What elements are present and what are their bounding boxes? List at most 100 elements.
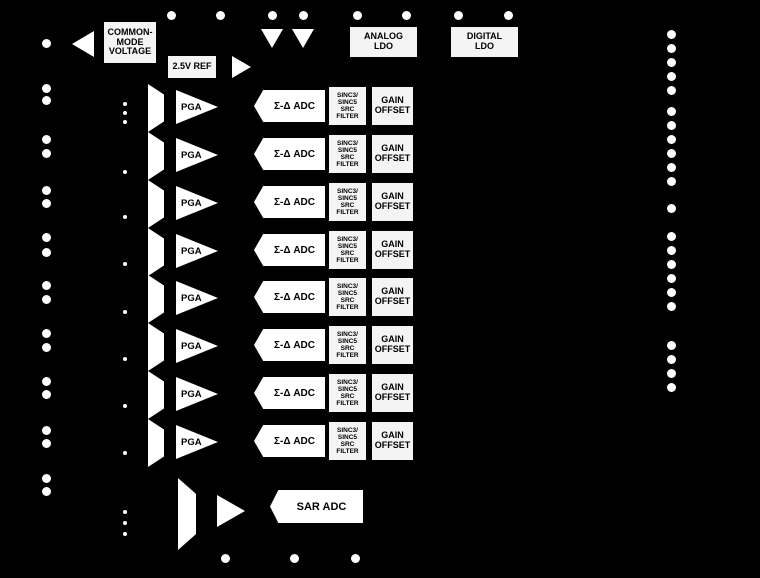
input-mux-channel-7[interactable] — [148, 371, 164, 419]
pin-top-2[interactable] — [215, 10, 225, 20]
mux-select-dot-5[interactable] — [123, 215, 127, 219]
gain-offset-channel-1[interactable]: GAIN OFFSET — [372, 87, 413, 125]
digital-ldo-block[interactable]: DIGITAL LDO — [451, 27, 518, 57]
analog-ldo-block[interactable]: ANALOG LDO — [350, 27, 417, 57]
pin-left-12[interactable] — [41, 328, 51, 338]
sar-adc-block[interactable]: SAR ADC — [270, 490, 363, 523]
pin-top-5[interactable] — [352, 10, 362, 20]
pin-left-3[interactable] — [41, 95, 51, 105]
pin-right-13[interactable] — [666, 231, 676, 241]
mux-select-dot-9[interactable] — [123, 404, 127, 408]
gain-offset-channel-3[interactable]: GAIN OFFSET — [372, 183, 413, 221]
gain-offset-channel-7[interactable]: GAIN OFFSET — [372, 374, 413, 412]
pin-right-21[interactable] — [666, 368, 676, 378]
sar-input-mux[interactable] — [178, 478, 196, 550]
pin-top-3[interactable] — [267, 10, 277, 20]
pga-channel-3[interactable]: PGA — [176, 186, 218, 220]
input-mux-channel-2[interactable] — [148, 132, 164, 180]
pin-left-19[interactable] — [41, 486, 51, 496]
sigma-delta-adc-channel-1[interactable]: Σ-Δ ADC — [254, 90, 325, 122]
pin-right-8[interactable] — [666, 134, 676, 144]
pin-right-9[interactable] — [666, 148, 676, 158]
pin-top-1[interactable] — [166, 10, 176, 20]
sinc-filter-channel-6[interactable]: SINC3/ SINC5 SRC FILTER — [329, 326, 366, 364]
pin-left-18[interactable] — [41, 473, 51, 483]
gain-offset-channel-8[interactable]: GAIN OFFSET — [372, 422, 413, 460]
pin-left-5[interactable] — [41, 148, 51, 158]
pin-right-6[interactable] — [666, 106, 676, 116]
pin-right-20[interactable] — [666, 354, 676, 364]
pin-right-7[interactable] — [666, 120, 676, 130]
pin-bottom-1[interactable] — [220, 553, 230, 563]
input-mux-channel-1[interactable] — [148, 84, 164, 132]
sinc-filter-channel-8[interactable]: SINC3/ SINC5 SRC FILTER — [329, 422, 366, 460]
pin-left-11[interactable] — [41, 294, 51, 304]
pin-top-7[interactable] — [453, 10, 463, 20]
pin-bottom-3[interactable] — [350, 553, 360, 563]
gain-offset-channel-4[interactable]: GAIN OFFSET — [372, 231, 413, 269]
pin-right-14[interactable] — [666, 245, 676, 255]
pga-channel-2[interactable]: PGA — [176, 138, 218, 172]
pin-right-1[interactable] — [666, 29, 676, 39]
input-mux-channel-8[interactable] — [148, 419, 164, 467]
pin-right-18[interactable] — [666, 301, 676, 311]
pin-left-15[interactable] — [41, 389, 51, 399]
sinc-filter-channel-2[interactable]: SINC3/ SINC5 SRC FILTER — [329, 135, 366, 173]
sinc-filter-channel-4[interactable]: SINC3/ SINC5 SRC FILTER — [329, 231, 366, 269]
pin-left-16[interactable] — [41, 425, 51, 435]
input-mux-channel-6[interactable] — [148, 323, 164, 371]
pin-left-17[interactable] — [41, 438, 51, 448]
reference-voltage-block[interactable]: 2.5V REF — [168, 56, 216, 78]
mux-select-dot-1[interactable] — [123, 102, 127, 106]
pin-right-16[interactable] — [666, 273, 676, 283]
pin-right-15[interactable] — [666, 259, 676, 269]
input-mux-channel-3[interactable] — [148, 180, 164, 228]
pga-channel-1[interactable]: PGA — [176, 90, 218, 124]
pin-left-9[interactable] — [41, 247, 51, 257]
pin-left-10[interactable] — [41, 280, 51, 290]
pga-channel-7[interactable]: PGA — [176, 377, 218, 411]
mux-select-dot-11[interactable] — [123, 510, 127, 514]
mux-select-dot-4[interactable] — [123, 170, 127, 174]
sigma-delta-adc-channel-6[interactable]: Σ-Δ ADC — [254, 329, 325, 361]
pin-right-19[interactable] — [666, 340, 676, 350]
pin-right-2[interactable] — [666, 43, 676, 53]
pga-channel-4[interactable]: PGA — [176, 234, 218, 268]
pin-top-8[interactable] — [503, 10, 513, 20]
pin-left-7[interactable] — [41, 198, 51, 208]
pin-bottom-2[interactable] — [289, 553, 299, 563]
mux-select-dot-7[interactable] — [123, 310, 127, 314]
pin-right-11[interactable] — [666, 176, 676, 186]
sigma-delta-adc-channel-3[interactable]: Σ-Δ ADC — [254, 186, 325, 218]
pin-right-12[interactable] — [666, 203, 676, 213]
sinc-filter-channel-3[interactable]: SINC3/ SINC5 SRC FILTER — [329, 183, 366, 221]
sinc-filter-channel-1[interactable]: SINC3/ SINC5 SRC FILTER — [329, 87, 366, 125]
sigma-delta-adc-channel-2[interactable]: Σ-Δ ADC — [254, 138, 325, 170]
sinc-filter-channel-7[interactable]: SINC3/ SINC5 SRC FILTER — [329, 374, 366, 412]
common-mode-voltage-block[interactable]: COMMON- MODE VOLTAGE — [104, 22, 156, 63]
pin-right-17[interactable] — [666, 287, 676, 297]
pin-right-3[interactable] — [666, 57, 676, 67]
pin-left-2[interactable] — [41, 83, 51, 93]
input-mux-channel-5[interactable] — [148, 275, 164, 323]
pga-channel-6[interactable]: PGA — [176, 329, 218, 363]
gain-offset-channel-6[interactable]: GAIN OFFSET — [372, 326, 413, 364]
pga-channel-5[interactable]: PGA — [176, 281, 218, 315]
pga-channel-8[interactable]: PGA — [176, 425, 218, 459]
pin-left-6[interactable] — [41, 185, 51, 195]
sigma-delta-adc-channel-7[interactable]: Σ-Δ ADC — [254, 377, 325, 409]
pin-left-13[interactable] — [41, 342, 51, 352]
mux-select-dot-8[interactable] — [123, 357, 127, 361]
pin-right-22[interactable] — [666, 382, 676, 392]
sigma-delta-adc-channel-8[interactable]: Σ-Δ ADC — [254, 425, 325, 457]
mux-select-dot-3[interactable] — [123, 120, 127, 124]
sigma-delta-adc-channel-5[interactable]: Σ-Δ ADC — [254, 281, 325, 313]
mux-select-dot-12[interactable] — [123, 521, 127, 525]
pin-right-4[interactable] — [666, 71, 676, 81]
pin-top-4[interactable] — [298, 10, 308, 20]
input-mux-channel-4[interactable] — [148, 228, 164, 276]
pin-left-1[interactable] — [41, 38, 51, 48]
pin-left-14[interactable] — [41, 376, 51, 386]
pin-top-6[interactable] — [401, 10, 411, 20]
pin-left-4[interactable] — [41, 134, 51, 144]
